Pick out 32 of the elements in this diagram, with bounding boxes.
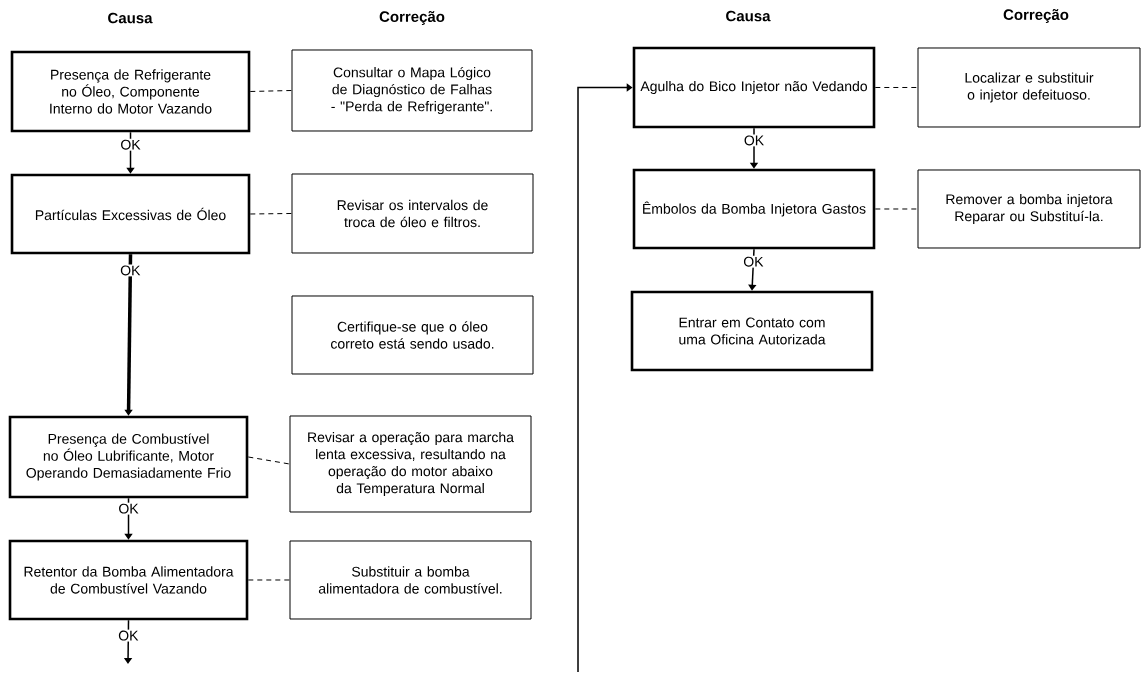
dashed-connector bbox=[874, 208, 918, 210]
edge-label: OK bbox=[117, 629, 140, 642]
cause-box: Agulha do Bico Injetor não Vedando bbox=[632, 46, 876, 129]
column-heading: Causa bbox=[726, 10, 771, 22]
dashed-connector bbox=[874, 87, 918, 88]
correction-box: Localizar e substituir o injetor defeituoso. bbox=[917, 47, 1141, 128]
cause-box: Presença de Refrigerante no Óleo, Componente Interno do Motor Vazando bbox=[10, 50, 251, 133]
cause-box: Partículas Excessivas de Óleo bbox=[10, 173, 251, 255]
edge-label: OK bbox=[742, 255, 765, 268]
column-heading: Correção bbox=[379, 11, 445, 25]
correction-box: Revisar a operação para marcha lenta excessiva, resultando na operação do motor abaixo da Temperatura Normal bbox=[289, 415, 532, 513]
edge-label: OK bbox=[119, 264, 142, 277]
dashed-connector bbox=[249, 213, 292, 215]
dashed-connector bbox=[247, 579, 290, 581]
edge-label: OK bbox=[742, 134, 766, 147]
edge-label: OK bbox=[119, 138, 142, 151]
column-heading: Causa bbox=[108, 12, 153, 24]
dashed-connector bbox=[249, 90, 292, 92]
cause-box: Presença de Combustível no Óleo Lubrificante, Motor Operando Demasiadamente Frio bbox=[8, 415, 249, 499]
column-heading: Correção bbox=[1003, 9, 1069, 23]
correction-box: Revisar os intervalos de troca de óleo e filtros. bbox=[291, 173, 534, 254]
cause-box: Entrar em Contato com uma Oficina Autorizada bbox=[630, 290, 874, 372]
cause-box: Êmbolos da Bomba Injetora Gastos bbox=[632, 168, 876, 250]
correction-box: Remover a bomba injetora Reparar ou Substituí-la. bbox=[917, 169, 1141, 249]
correction-box: Substituir a bomba alimentadora de combustível. bbox=[289, 540, 532, 620]
correction-box: Certifique-se que o óleo correto está sendo usado. bbox=[291, 295, 534, 375]
arrow bbox=[748, 248, 757, 291]
correction-box: Consultar o Mapa Lógico de Diagnóstico de Falhas - "Perda de Refrigerante". bbox=[291, 49, 533, 132]
arrow bbox=[577, 83, 633, 673]
dashed-connector bbox=[247, 456, 290, 465]
cause-box: Retentor da Bomba Alimentadora de Combustível Vazando bbox=[8, 539, 249, 621]
edge-label: OK bbox=[117, 502, 140, 515]
